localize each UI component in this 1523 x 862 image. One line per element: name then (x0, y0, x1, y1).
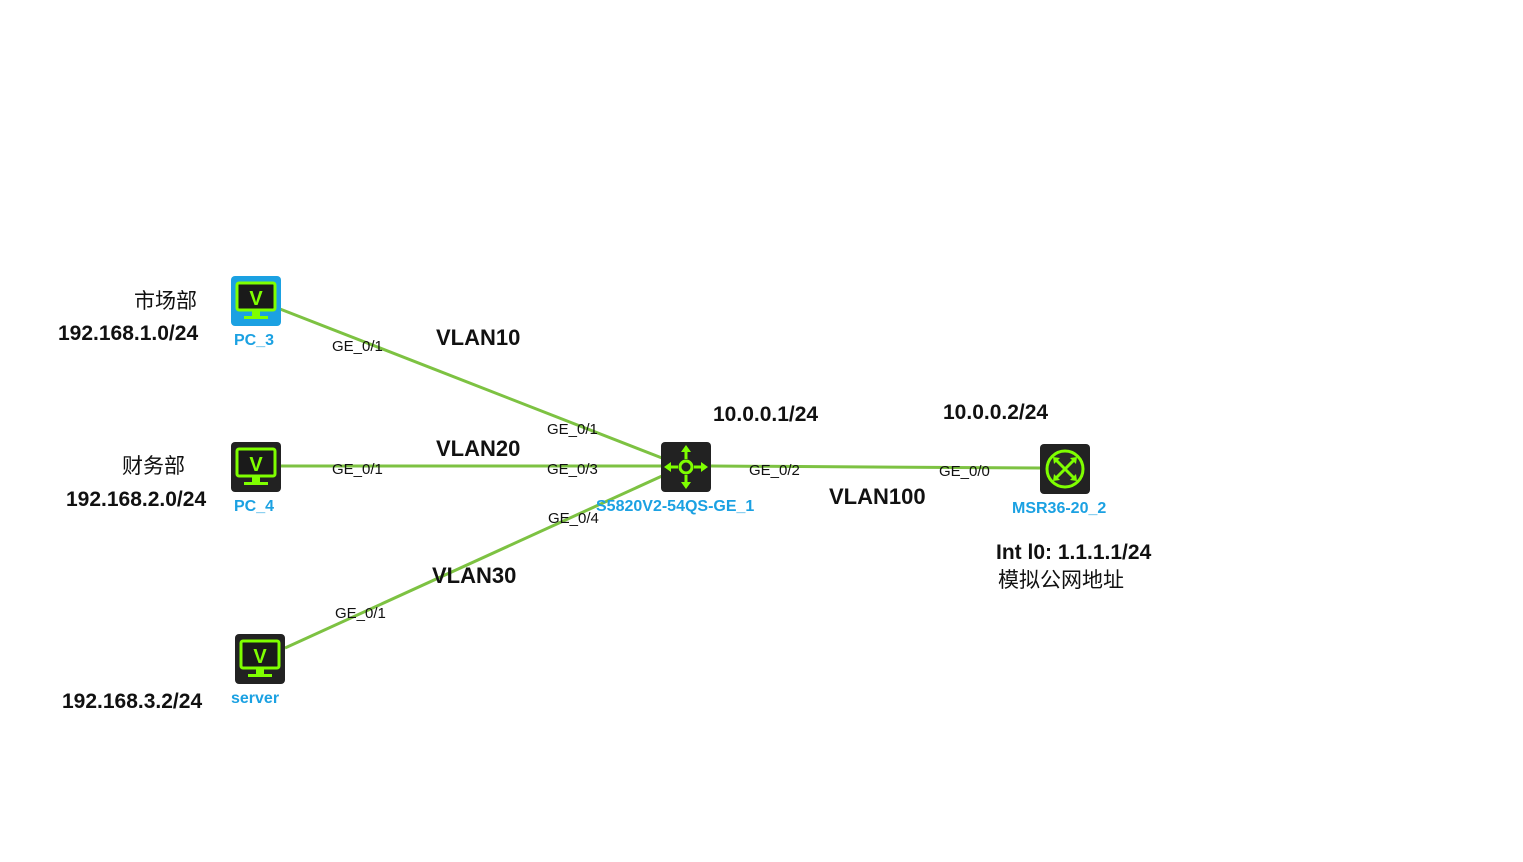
net-server-label: 192.168.3.2/24 (62, 690, 203, 713)
port-label-server: GE_0/1 (335, 605, 386, 622)
svg-text:V: V (253, 646, 267, 668)
monitor-icon: V (239, 639, 281, 677)
vlan-label-30: VLAN30 (432, 563, 517, 588)
device-switch[interactable] (661, 442, 711, 492)
dept-finance-label: 财务部 (122, 454, 185, 478)
device-name-pc3: PC_3 (234, 332, 275, 349)
monitor-icon: V (235, 281, 277, 319)
svg-text:V: V (249, 454, 263, 476)
port-label-switch-0-3: GE_0/3 (547, 461, 598, 478)
router-ip-label: 10.0.0.2/24 (943, 401, 1049, 424)
vlan-label-100: VLAN100 (829, 484, 926, 509)
public-address-note: 模拟公网地址 (998, 568, 1124, 592)
port-label-router-0-0: GE_0/0 (939, 463, 990, 480)
port-label-switch-0-2: GE_0/2 (749, 462, 800, 479)
svg-text:V: V (249, 288, 263, 310)
l3-switch-icon (664, 445, 708, 489)
port-label-pc3: GE_0/1 (332, 338, 383, 355)
dept-market-label: 市场部 (134, 289, 197, 313)
link-switch-router[interactable] (710, 464, 1041, 470)
vlan-label-20: VLAN20 (436, 436, 521, 461)
router-icon (1045, 449, 1085, 489)
port-label-pc4: GE_0/1 (332, 461, 383, 478)
device-name-server: server (231, 690, 280, 707)
device-name-router: MSR36-20_2 (1012, 500, 1107, 517)
vlan-label-10: VLAN10 (436, 325, 521, 350)
monitor-icon: V (235, 447, 277, 485)
device-server[interactable]: V (235, 634, 285, 684)
net-market-label: 192.168.1.0/24 (58, 322, 199, 345)
switch-ip-label: 10.0.0.1/24 (713, 403, 819, 426)
device-router[interactable] (1040, 444, 1090, 494)
port-label-switch-0-1: GE_0/1 (547, 421, 598, 438)
port-label-switch-0-4: GE_0/4 (548, 510, 599, 527)
link-server-switch[interactable] (284, 474, 663, 650)
device-pc4[interactable]: V (231, 442, 281, 492)
device-name-switch: S5820V2-54QS-GE_1 (596, 498, 755, 515)
device-name-pc4: PC_4 (234, 498, 275, 515)
net-finance-label: 192.168.2.0/24 (66, 488, 207, 511)
link-pc3-switch[interactable] (279, 307, 663, 460)
device-pc3[interactable]: V (231, 276, 281, 326)
loopback-label: Int l0: 1.1.1.1/24 (996, 541, 1152, 564)
